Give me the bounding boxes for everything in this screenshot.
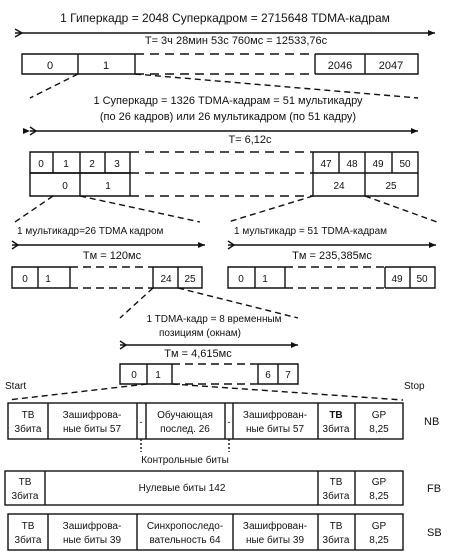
multiframe51-title: 1 мультикадр = 51 TDMA-кадрам xyxy=(234,226,387,237)
superframe-top-cell-3: 3 xyxy=(114,159,120,170)
sb-encrypted-left-2: ные биты 39 xyxy=(63,534,121,546)
burst-nb: TB 3бита Зашифрова- ные биты 57 - Обучаю… xyxy=(7,402,439,466)
nb-encrypted-right-1: Зашифрован- xyxy=(243,409,307,421)
multiframe51-cell-50: 50 xyxy=(416,274,428,285)
sb-encrypted-left-1: Зашифрова- xyxy=(63,520,122,532)
superframe-bottom-cell-25: 25 xyxy=(385,181,397,192)
sb-gp-1: GP xyxy=(372,521,387,532)
superframe-top-cell-47: 47 xyxy=(320,159,332,170)
sb-tb-left-1: TB xyxy=(22,521,35,532)
superframe-top-cell-0: 0 xyxy=(38,159,44,170)
tdma-cell-6: 6 xyxy=(265,370,271,381)
multiframe26-cell-0: 0 xyxy=(22,274,28,285)
nb-encrypted-left-2: ные биты 57 xyxy=(63,423,121,435)
multiframe26-cell-25: 25 xyxy=(184,274,196,285)
multiframe51-duration: Tм = 235,385мс xyxy=(292,250,372,262)
tdma-section: 1 TDMA-кадр = 8 временным позициям (окна… xyxy=(5,314,425,401)
tdma-cell-1: 1 xyxy=(155,370,161,381)
tdma-cell-0: 0 xyxy=(131,370,137,381)
hyperframe-cells: 0 1 2046 2047 xyxy=(21,53,419,75)
superframe-top-cell-49: 49 xyxy=(372,159,384,170)
superframe-section: 1 Суперкадр = 1326 TDMA-кадрам = 51 муль… xyxy=(14,95,438,223)
sb-encrypted-right-1: Зашифрован- xyxy=(243,520,307,532)
burst-sb: TB 3бита Зашифрова- ные биты 39 Синхропо… xyxy=(7,513,442,551)
hyperframe-cell-2046: 2046 xyxy=(328,60,352,72)
superframe-bottom-cell-24: 24 xyxy=(333,181,345,192)
superframe-top-cell-1: 1 xyxy=(63,159,69,170)
sb-sync-seq-2: вательность 64 xyxy=(149,535,220,546)
multiframe51-cell-49: 49 xyxy=(391,274,403,285)
fb-type-label: FB xyxy=(427,483,441,495)
tdma-cell-7: 7 xyxy=(285,370,291,381)
nb-encrypted-left-1: Зашифрова- xyxy=(63,409,122,421)
nb-type-label: NB xyxy=(424,416,439,428)
nb-encrypted-right-2: ные биты 57 xyxy=(246,423,304,435)
superframe-bottom-cell-1: 1 xyxy=(105,181,111,192)
fb-tb-left-2: 3бита xyxy=(12,490,39,502)
hyperframe-title: 1 Гиперкадр = 2048 Суперкадром = 2715648… xyxy=(60,11,390,25)
sb-sync-seq-1: Синхропоследо- xyxy=(147,521,223,532)
nb-training-1: Обучающая xyxy=(157,409,213,421)
multiframe26-cell-24: 24 xyxy=(160,274,172,285)
superframe-cells: 0 1 2 3 47 48 49 50 0 1 24 25 xyxy=(29,151,419,197)
multiframe26-cell-1: 1 xyxy=(45,274,51,285)
nb-control-bit-left: - xyxy=(140,417,143,427)
superframe-top-cell-48: 48 xyxy=(346,159,358,170)
multiframe26-duration: Tм = 120мс xyxy=(83,250,142,262)
multiframe51-cell-0: 0 xyxy=(238,274,244,285)
tdma-title-line2: позициям (окнам) xyxy=(159,328,241,339)
nb-control-bits-caption: Контрольные биты xyxy=(141,454,229,466)
tdma-cells: 0 1 6 7 xyxy=(119,363,299,385)
superframe-title-line2: (по 26 кадров) или 26 мультикадром (по 5… xyxy=(100,111,356,123)
hyperframe-cell-0: 0 xyxy=(47,60,53,72)
fb-tb-left-1: TB xyxy=(19,477,32,488)
sb-tb-right-2: 3бита xyxy=(323,534,350,546)
fb-gp-1: GP xyxy=(372,477,387,488)
nb-tb-left-2: 3бита xyxy=(15,423,42,435)
nb-gp-2: 8,25 xyxy=(369,424,389,435)
superframe-top-cell-50: 50 xyxy=(399,159,411,170)
fb-zero-bits: Нулевые биты 142 xyxy=(139,482,226,494)
fb-gp-2: 8,25 xyxy=(369,491,389,502)
superframe-top-cell-2: 2 xyxy=(89,159,95,170)
sb-tb-right-1: TB xyxy=(330,521,343,532)
sb-gp-2: 8,25 xyxy=(369,535,389,546)
nb-tb-left-1: TB xyxy=(22,410,35,421)
start-marker: Start xyxy=(5,381,26,392)
sb-type-label: SB xyxy=(427,527,442,539)
sb-encrypted-right-2: ные биты 39 xyxy=(246,534,304,546)
nb-gp-1: GP xyxy=(372,410,387,421)
multiframe51-cell-1: 1 xyxy=(262,274,268,285)
multiframe26-section: 1 мультикадр=26 TDMA кадром Tм = 120мс 0… xyxy=(11,226,299,319)
hyperframe-cell-1: 1 xyxy=(103,60,109,72)
fb-tb-right-1: TB xyxy=(330,477,343,488)
superframe-title-line1: 1 Суперкадр = 1326 TDMA-кадрам = 51 муль… xyxy=(93,95,363,107)
hyperframe-cell-2047: 2047 xyxy=(379,60,403,72)
nb-training-2: послед. 26 xyxy=(160,424,210,435)
tdma-duration: Tм = 4,615мс xyxy=(164,348,232,360)
fb-tb-right-2: 3бита xyxy=(323,490,350,502)
superframe-bottom-cell-0: 0 xyxy=(62,181,68,192)
multiframe26-title: 1 мультикадр=26 TDMA кадром xyxy=(17,226,164,237)
nb-tb-right-2: 3бита xyxy=(323,423,350,435)
nb-control-bit-right: - xyxy=(228,417,231,427)
sb-tb-left-2: 3бита xyxy=(15,534,42,546)
nb-tb-right-1: TB xyxy=(329,410,342,421)
tdma-title-line1: 1 TDMA-кадр = 8 временным xyxy=(146,314,281,325)
stop-marker: Stop xyxy=(404,381,425,392)
multiframe51-cells: 0 1 49 50 xyxy=(227,266,436,289)
multiframe26-cells: 0 1 24 25 xyxy=(11,266,203,289)
burst-fb: TB 3бита Нулевые биты 142 TB 3бита GP 8,… xyxy=(4,470,441,506)
hyperframe-duration: T= 3ч 28мин 53с 760мс = 12533,76с xyxy=(145,35,328,47)
hyperframe-section: 1 Гиперкадр = 2048 Суперкадром = 2715648… xyxy=(14,11,435,99)
superframe-duration: T= 6,12c xyxy=(228,134,272,146)
multiframe51-section: 1 мультикадр = 51 TDMA-кадрам Tм = 235,3… xyxy=(227,226,436,289)
